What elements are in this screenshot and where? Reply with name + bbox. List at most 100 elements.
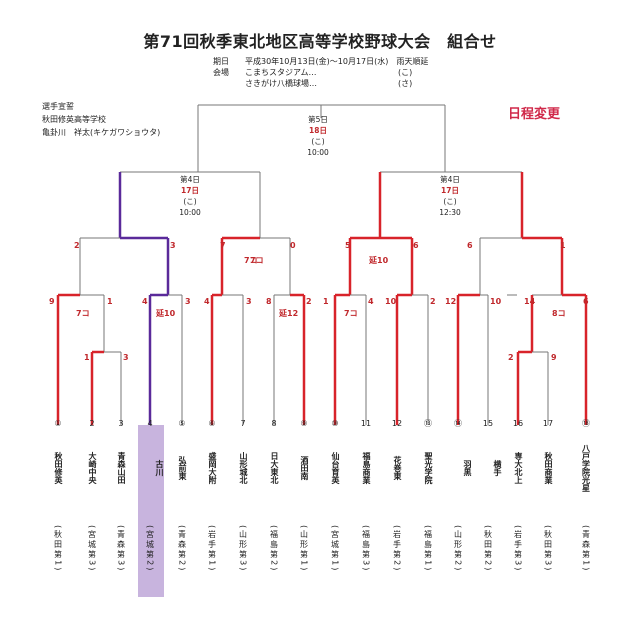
team-number: ⑭ xyxy=(454,419,462,428)
team-name: 盛岡大附 xyxy=(208,452,217,484)
score-label: 2 xyxy=(508,353,514,362)
game-note: 延12 xyxy=(279,309,299,318)
final-info: 第5日 18日 (こ) 10:00 xyxy=(278,114,358,158)
team-name: 秋田商業 xyxy=(544,452,553,484)
team-prefecture: (岩手第1) xyxy=(207,525,217,573)
score-label: 1 xyxy=(84,353,90,362)
team-entry: ⑩ 仙台育英 (宮城第1) xyxy=(324,418,346,594)
team-prefecture: (宮城第3) xyxy=(87,525,97,573)
team-number: ⑩ xyxy=(331,419,339,428)
oath-label: 選手宣誓 xyxy=(42,102,74,111)
team-prefecture: (福島第2) xyxy=(269,525,279,573)
team-prefecture: (青森第2) xyxy=(177,525,187,573)
final-venue: (こ) xyxy=(311,137,325,146)
team-number: 8 xyxy=(271,419,277,428)
team-entry: ① 秋田修英 (秋田第1) xyxy=(47,418,69,594)
team-prefecture: (宮城第2) xyxy=(145,525,155,573)
team-name: 仙台育英 xyxy=(331,452,340,484)
team-number: 11 xyxy=(360,419,372,428)
team-number: 2 xyxy=(89,419,95,428)
team-entry: ⑱ 八戸学院光星 (青森第1) xyxy=(575,418,597,594)
team-entry: 2 大崎中央 (宮城第3) xyxy=(81,418,103,594)
final-round: 第5日 xyxy=(308,115,328,124)
team-name: 山形城北 xyxy=(239,452,248,484)
semi-1-day: 17日 xyxy=(181,186,199,195)
team-prefecture: (福島第3) xyxy=(361,525,371,573)
score-label: 2 xyxy=(306,297,312,306)
team-name: 聖光学院 xyxy=(424,452,433,484)
score-label: 1 xyxy=(323,297,329,306)
score-label: 0 xyxy=(290,241,296,250)
team-prefecture: (宮城第1) xyxy=(330,525,340,573)
game-note: 7コ xyxy=(244,256,258,265)
score-label: 1 xyxy=(560,241,566,250)
score-label: 6 xyxy=(467,241,473,250)
final-time: 10:00 xyxy=(307,148,329,157)
team-name: 大崎中央 xyxy=(88,452,97,484)
score-label: 6 xyxy=(583,297,589,306)
score-label: 6 xyxy=(413,241,419,250)
game-note: 7コ xyxy=(76,309,90,318)
score-label: 4 xyxy=(142,297,148,306)
team-name: 秋田修英 xyxy=(54,452,63,484)
score-label: 10 xyxy=(490,297,502,306)
semi-2-round: 第4日 xyxy=(440,175,460,184)
team-prefecture: (山形第2) xyxy=(453,525,463,573)
team-prefecture: (山形第1) xyxy=(299,525,309,573)
team-number: 4 xyxy=(147,419,153,428)
team-name: 花巻東 xyxy=(393,456,402,480)
team-prefecture: (青森第1) xyxy=(581,525,591,573)
team-number: 3 xyxy=(118,419,124,428)
semi-1-time: 10:00 xyxy=(179,208,201,217)
team-name: 青森山田 xyxy=(117,452,126,484)
page-title: 第71回秋季東北地区高等学校野球大会 組合せ xyxy=(143,32,497,51)
team-prefecture: (青森第3) xyxy=(116,525,126,573)
team-name: 横手 xyxy=(493,460,502,476)
team-number: 15 xyxy=(482,419,494,428)
score-label: 3 xyxy=(123,353,129,362)
game-note: 7コ xyxy=(250,256,264,265)
venue-1-mark: (こ) xyxy=(398,68,413,77)
score-label: 9 xyxy=(49,297,55,306)
score-label: 3 xyxy=(246,297,252,306)
score-label: 3 xyxy=(170,241,176,250)
team-number: ⑱ xyxy=(582,419,590,428)
semi-1-round: 第4日 xyxy=(180,175,200,184)
team-name: 八戸学院光星 xyxy=(581,444,591,492)
team-prefecture: (岩手第2) xyxy=(392,525,402,573)
semi-2-venue: (こ) xyxy=(443,197,457,206)
final-day: 18日 xyxy=(309,126,327,135)
score-label: 7 xyxy=(220,241,226,250)
team-name: 酒田南 xyxy=(300,456,309,480)
game-note: 7コ xyxy=(344,309,358,318)
score-label: 9 xyxy=(551,353,557,362)
semi-2-info: 第4日 17日 (こ) 12:30 xyxy=(410,174,490,218)
team-prefecture: (秋田第3) xyxy=(543,525,553,573)
team-name: 専大北上 xyxy=(514,452,523,484)
team-prefecture: (岩手第3) xyxy=(513,525,523,573)
game-note: 延10 xyxy=(369,256,389,265)
team-number: ① xyxy=(54,419,62,428)
team-entry: ⑥ 盛岡大附 (岩手第1) xyxy=(201,418,223,594)
current-team-highlight xyxy=(138,425,164,597)
team-number: 7 xyxy=(240,419,246,428)
team-number: 16 xyxy=(512,419,524,428)
date-text: 平成30年10月13日(金)～10月17日(水) 雨天順延 xyxy=(245,57,429,66)
date-label: 期日 xyxy=(213,57,229,66)
team-number: ⑥ xyxy=(208,419,216,428)
team-name: 弘前東 xyxy=(178,456,187,480)
score-label: 10 xyxy=(385,297,397,306)
team-prefecture: (秋田第1) xyxy=(53,525,63,573)
score-label: 1 xyxy=(107,297,113,306)
oath-school: 秋田修英高等学校 xyxy=(42,115,106,124)
